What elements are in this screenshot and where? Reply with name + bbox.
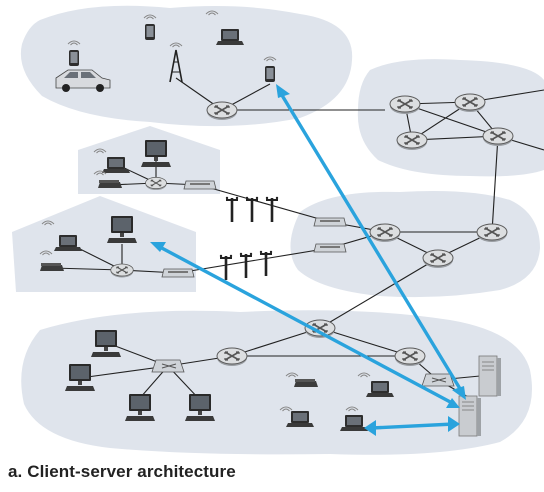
figure-caption: a. Client-server architecture (8, 462, 236, 481)
modem-icon (183, 180, 217, 190)
desktop-icon (185, 394, 215, 421)
modem-icon (294, 379, 318, 387)
isp-middle-right-region (290, 191, 540, 298)
desktop-icon (141, 140, 171, 167)
isp-top-right-region (357, 59, 544, 177)
home-network-2-region (12, 196, 196, 292)
router-icon (216, 347, 248, 367)
modem-icon (313, 217, 347, 227)
arrow-home-to-server (157, 244, 455, 406)
utility-pole-icon (225, 196, 239, 222)
desktop-icon (107, 216, 137, 243)
router-icon (369, 223, 401, 243)
server-icon (458, 395, 482, 437)
utility-pole-icon (259, 250, 273, 276)
router-icon (482, 127, 514, 147)
modem-icon (161, 268, 195, 278)
router-icon (206, 101, 238, 121)
server-icon (478, 355, 502, 397)
modem-icon (313, 243, 347, 253)
router-icon (304, 319, 336, 339)
router-icon (454, 93, 486, 113)
modem-icon (40, 263, 64, 271)
arrow-mobile-to-server (278, 91, 464, 393)
router-icon (110, 263, 134, 279)
modem-icon (98, 180, 122, 188)
switch-icon (421, 373, 455, 387)
switch-icon (151, 359, 185, 373)
utility-pole-icon (265, 196, 279, 222)
router-icon (476, 223, 508, 243)
desktop-icon (91, 330, 121, 357)
cell-tower-icon (169, 42, 183, 83)
utility-pole-icon (239, 252, 253, 278)
router-icon (422, 249, 454, 269)
car-icon (55, 69, 111, 92)
router-icon (389, 95, 421, 115)
router-icon (394, 347, 426, 367)
utility-pole-icon (245, 196, 259, 222)
client-server-arrows (150, 84, 466, 436)
router-icon (144, 176, 168, 191)
router-icon (396, 131, 428, 151)
home-network-1-region (78, 126, 220, 194)
desktop-icon (125, 394, 155, 421)
desktop-icon (65, 364, 95, 391)
arrow-laptop-to-server (371, 422, 455, 430)
mobile-network-region (20, 5, 353, 127)
utility-pole-icon (219, 254, 233, 280)
